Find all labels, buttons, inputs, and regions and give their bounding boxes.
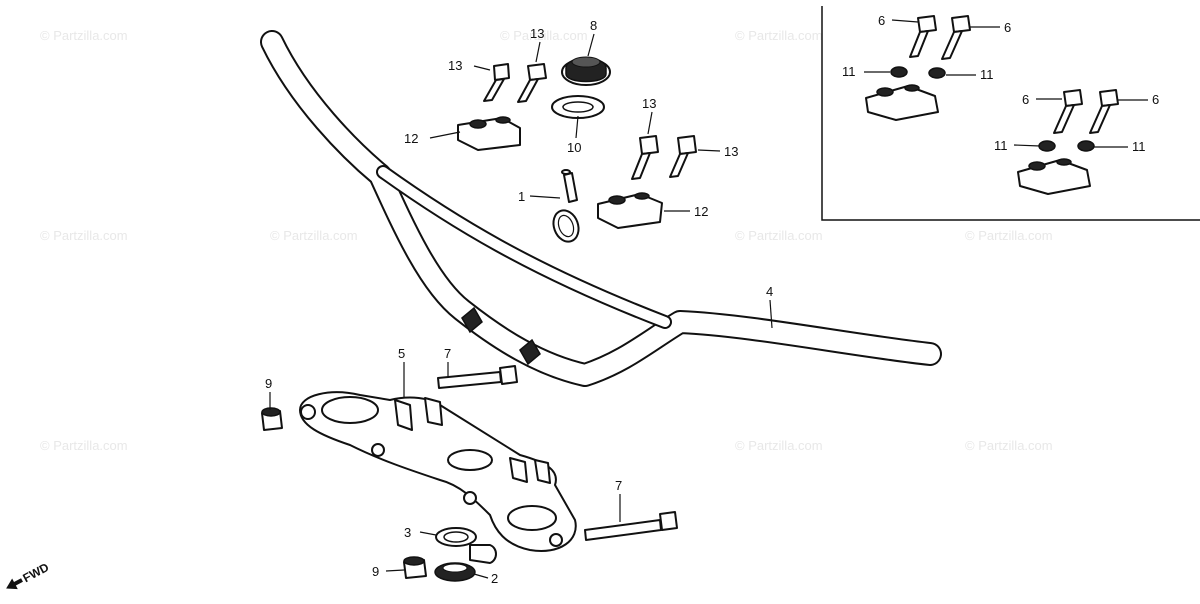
callout-7: 7 bbox=[444, 346, 451, 361]
watermark: © Partzilla.com bbox=[40, 28, 128, 43]
inset-box-border bbox=[821, 6, 1200, 221]
inset-washer-11-b bbox=[928, 67, 946, 79]
callout-4: 4 bbox=[766, 284, 773, 299]
bolt-13-d bbox=[669, 135, 697, 178]
inset-bolt-6-b bbox=[941, 15, 971, 60]
bolt-7-lower bbox=[584, 511, 678, 541]
fwd-label: FWD bbox=[20, 560, 51, 585]
callout-1: 1 bbox=[518, 189, 525, 204]
callout-12: 12 bbox=[404, 131, 418, 146]
callout-12: 12 bbox=[694, 204, 708, 219]
inset-holder-lower bbox=[1017, 158, 1091, 195]
inset-washer-11-c bbox=[1038, 140, 1056, 152]
watermark: © Partzilla.com bbox=[735, 228, 823, 243]
bolt-7-upper bbox=[437, 365, 518, 389]
callout-6: 6 bbox=[1004, 20, 1011, 35]
callout-11: 11 bbox=[842, 64, 856, 79]
inset-washer-11-d bbox=[1077, 140, 1095, 152]
watermark: © Partzilla.com bbox=[965, 228, 1053, 243]
top-bridge bbox=[299, 391, 577, 552]
holder-12-left bbox=[457, 116, 521, 151]
watermark: © Partzilla.com bbox=[735, 28, 823, 43]
callout-13: 13 bbox=[642, 96, 656, 111]
callout-7: 7 bbox=[615, 478, 622, 493]
nut-2 bbox=[434, 562, 476, 582]
watermark: © Partzilla.com bbox=[40, 228, 128, 243]
callout-2: 2 bbox=[491, 571, 498, 586]
callout-13: 13 bbox=[448, 58, 462, 73]
callout-6: 6 bbox=[878, 13, 885, 28]
nut-9-lower bbox=[403, 556, 427, 579]
washer-3 bbox=[435, 527, 477, 547]
inset-bolt-6-a bbox=[909, 15, 937, 58]
callout-labels: 1 2 3 4 5 6 6 6 6 7 7 8 9 9 10 11 11 11 … bbox=[265, 13, 1159, 586]
watermark: © Partzilla.com bbox=[270, 228, 358, 243]
watermark-layer: © Partzilla.com © Partzilla.com © Partzi… bbox=[40, 28, 1053, 453]
callout-13: 13 bbox=[724, 144, 738, 159]
inset-bolt-6-c bbox=[1053, 89, 1083, 134]
callout-6: 6 bbox=[1022, 92, 1029, 107]
fwd-indicator: FWD bbox=[6, 560, 51, 590]
handlebar bbox=[260, 30, 942, 387]
callout-6: 6 bbox=[1152, 92, 1159, 107]
inset-bolt-6-d bbox=[1089, 89, 1119, 134]
callout-11: 11 bbox=[994, 138, 1008, 153]
clamp-tab bbox=[469, 544, 497, 564]
callout-3: 3 bbox=[404, 525, 411, 540]
bolt-13-b bbox=[517, 63, 547, 103]
washer-10 bbox=[551, 95, 605, 119]
callout-11: 11 bbox=[1132, 139, 1146, 154]
fwd-arrow-icon bbox=[6, 578, 23, 590]
callout-10: 10 bbox=[567, 140, 581, 155]
callout-8: 8 bbox=[590, 18, 597, 33]
watermark: © Partzilla.com bbox=[965, 438, 1053, 453]
cable-band-1 bbox=[552, 169, 580, 243]
watermark: © Partzilla.com bbox=[500, 28, 588, 43]
bolt-13-c bbox=[631, 135, 659, 180]
nut-9-upper bbox=[261, 407, 283, 431]
watermark: © Partzilla.com bbox=[735, 438, 823, 453]
callout-13: 13 bbox=[530, 26, 544, 41]
cap-8 bbox=[561, 56, 611, 86]
inset-washer-11-a bbox=[890, 66, 908, 78]
callout-9: 9 bbox=[372, 564, 379, 579]
inset-holder-upper bbox=[865, 84, 939, 121]
leader-lines bbox=[269, 19, 1148, 579]
callout-5: 5 bbox=[398, 346, 405, 361]
watermark: © Partzilla.com bbox=[40, 438, 128, 453]
callout-9: 9 bbox=[265, 376, 272, 391]
bolt-13-a bbox=[483, 63, 510, 102]
holder-12-right bbox=[597, 192, 663, 229]
callout-11: 11 bbox=[980, 67, 994, 82]
